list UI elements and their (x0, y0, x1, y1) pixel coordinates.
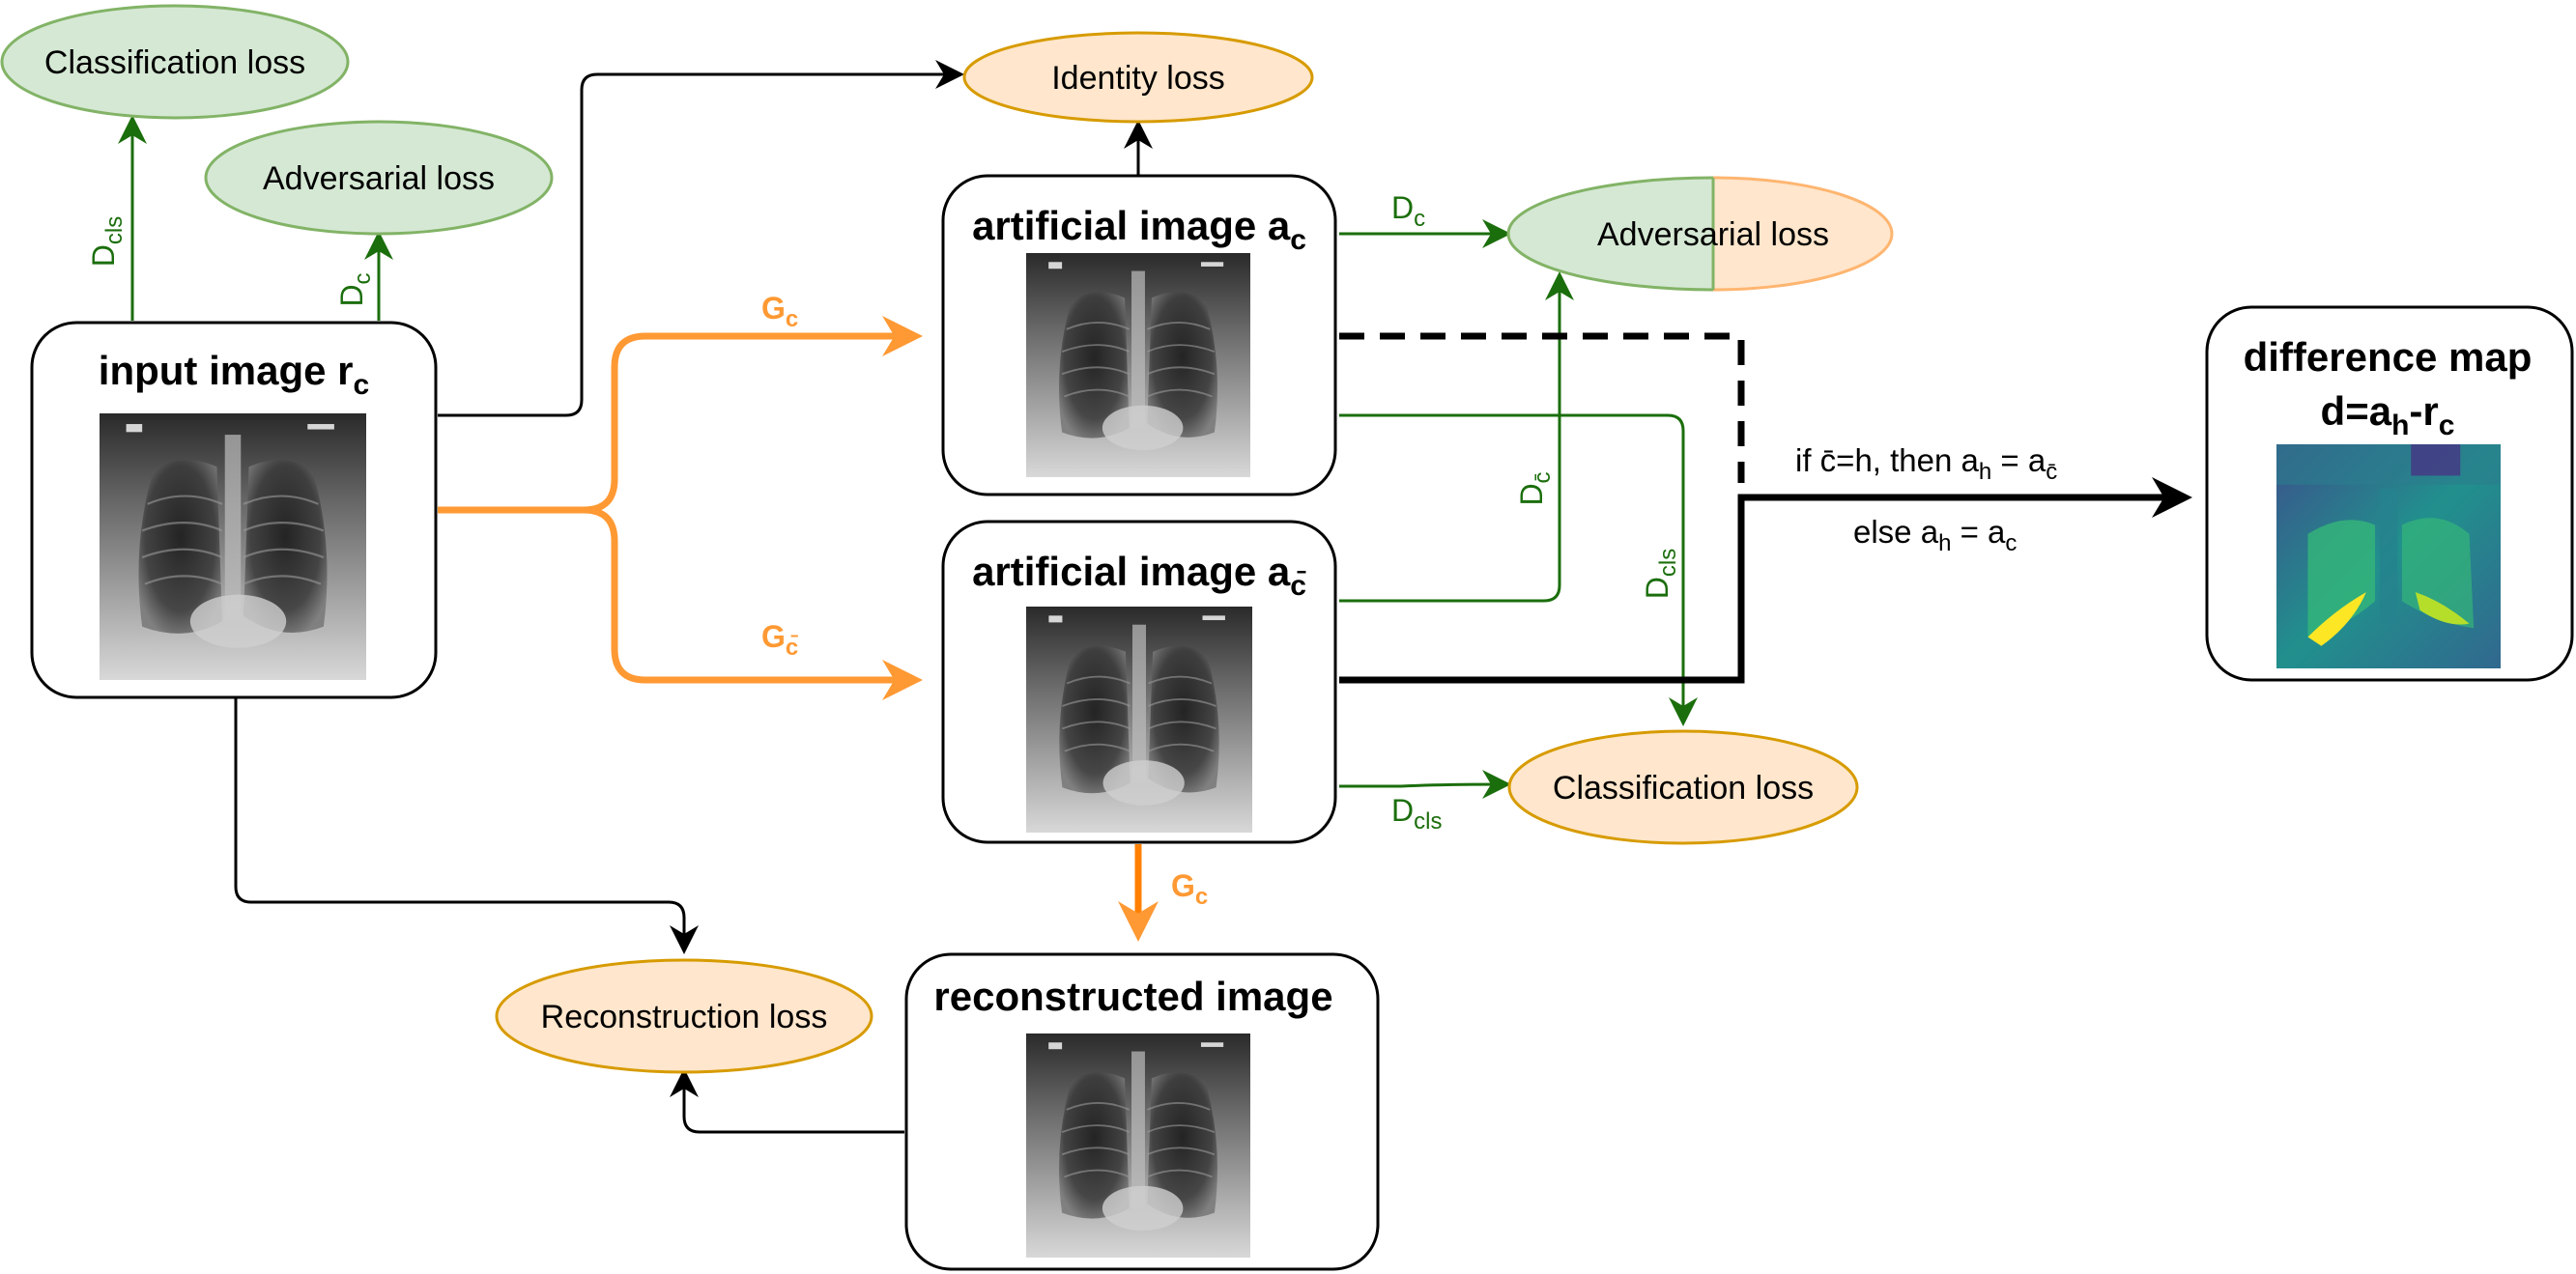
arrow-input-to-reconstruction (234, 697, 699, 954)
svg-text:Adversarial loss: Adversarial loss (1597, 216, 1829, 253)
label-g-cbar: Gc̄ (761, 619, 798, 661)
svg-text:Classification loss: Classification loss (1553, 770, 1814, 807)
svg-text:artificial image ac̄: artificial image ac̄ (972, 549, 1306, 602)
chest-xray-image (100, 413, 366, 680)
svg-text:Dc: Dc (334, 272, 376, 306)
box-reconstructed-image: reconstructed image (904, 952, 1380, 1271)
svg-text:Classification loss: Classification loss (44, 44, 305, 81)
chest-xray-image (1026, 607, 1252, 833)
label-d-cbar: Dc̄ (1514, 471, 1556, 505)
loss-identity: Identity loss (962, 31, 1314, 124)
svg-text:artificial image ac: artificial image ac (972, 203, 1306, 256)
box-input-image: input image rc (30, 321, 438, 699)
label-d-cls-left: Dcls (86, 216, 128, 267)
svg-text:Dcls: Dcls (1640, 549, 1681, 599)
box-artificial-c: artificial image ac (941, 174, 1337, 496)
condition-else: else ah = ac (1853, 514, 2017, 556)
svg-text:Dc̄: Dc̄ (1514, 471, 1556, 505)
label-d-cls-bottom: Dcls (1391, 793, 1442, 835)
dashed-artificial-c-to-difference (1339, 332, 1745, 483)
box-artificial-cbar: artificial image ac̄ (941, 520, 1337, 844)
arrow-to-difference-map (1339, 477, 2192, 684)
label-g-c-bottom: Gc (1171, 868, 1208, 910)
label-d-cls-right: Dcls (1640, 549, 1681, 599)
label-g-c-top: Gc (761, 291, 798, 332)
svg-text:d=ah-rc: d=ah-rc (2321, 388, 2455, 441)
loss-classification-top: Classification loss (0, 4, 350, 120)
loss-adversarial-left: Adversarial loss (204, 120, 554, 236)
svg-text:reconstructed image: reconstructed image (933, 974, 1332, 1019)
heatmap-image (2276, 444, 2501, 668)
svg-text:Reconstruction loss: Reconstruction loss (541, 999, 828, 1035)
arrow-artificial-cbar-to-classification (1339, 770, 1511, 800)
chest-xray-image (1026, 1033, 1250, 1258)
svg-text:input image rc: input image rc (99, 348, 369, 401)
label-d-c-right: Dc (1391, 190, 1425, 232)
loss-reconstruction: Reconstruction loss (495, 958, 873, 1074)
svg-text:difference map: difference map (2244, 334, 2533, 380)
arrow-reconstructed-to-reconstruction (670, 1068, 904, 1134)
loss-adversarial-right: Adversarial loss (1506, 176, 1894, 292)
arrow-generator-c (438, 316, 923, 514)
loss-classification-bottom: Classification loss (1507, 729, 1859, 845)
condition-if: if c̄=h, then ah = ac̄ (1795, 442, 2057, 485)
box-difference-map: difference map d=ah-rc (2205, 305, 2574, 682)
svg-text:Dcls: Dcls (86, 216, 128, 267)
arrow-artificial-cbar-to-adversarial (1339, 271, 1574, 603)
svg-text:Adversarial loss: Adversarial loss (263, 160, 495, 197)
label-d-c-left: Dc (334, 272, 376, 306)
arrow-input-to-identity (438, 60, 964, 417)
svg-text:Identity loss: Identity loss (1051, 60, 1225, 97)
chest-xray-image (1026, 253, 1250, 477)
arrow-artificial-c-to-classification (1339, 413, 1698, 726)
arrow-generator-cbar (583, 506, 923, 700)
